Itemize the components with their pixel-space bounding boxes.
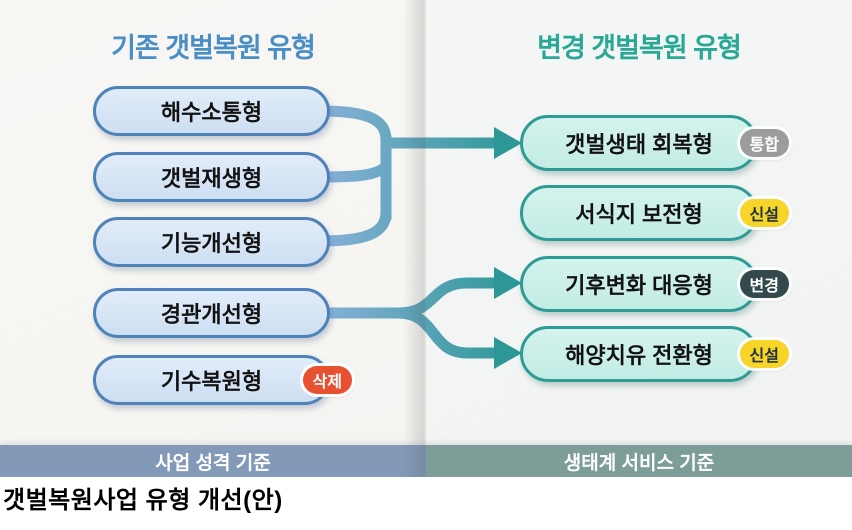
pill-tidal-ecology-recovery-type: 갯벌생태 회복형 통합	[520, 115, 789, 171]
pill-habitat-conservation-type: 서식지 보전형 신설	[520, 185, 789, 241]
arrowhead-to-climate	[494, 267, 522, 299]
pill-label: 갯벌생태 회복형	[565, 132, 713, 157]
pill-label: 갯벌재생형	[160, 166, 263, 191]
pill-landscape-improvement-type: 경관개선형	[93, 288, 330, 338]
pill-label: 기수복원형	[160, 369, 263, 394]
pill-label: 해양치유 전환형	[565, 343, 713, 368]
pill-label: 서식지 보전형	[575, 202, 703, 227]
badge-new: 신설	[739, 340, 789, 368]
connector-split-down	[392, 307, 503, 359]
badge-changed: 변경	[739, 270, 789, 298]
diagram-caption: 갯벌복원사업 유형 개선(안)	[3, 487, 283, 514]
badge-deleted: 삭제	[302, 366, 352, 394]
badge-new: 신설	[739, 199, 789, 227]
pill-label: 해수소통형	[160, 100, 263, 125]
left-footer-bar: 사업 성격 기준	[0, 445, 426, 477]
arrowhead-to-recovery	[494, 127, 522, 159]
left-panel-title: 기존 갯벌복원 유형	[111, 33, 316, 63]
connector-merge-branch-1	[314, 105, 392, 146]
right-footer-bar: 생태계 서비스 기준	[426, 445, 852, 477]
arrowhead-to-healing	[494, 337, 522, 369]
pill-label: 기능개선형	[160, 231, 263, 256]
connector-merge-branch-3	[314, 206, 392, 247]
pill-tidal-flat-regeneration-type: 갯벌재생형	[93, 152, 330, 202]
pill-function-improvement-type: 기능개선형	[93, 217, 330, 267]
pill-brackish-water-restoration-type: 기수복원형 삭제	[93, 355, 352, 405]
pill-label: 경관개선형	[160, 302, 263, 327]
badge-merged: 통합	[739, 129, 789, 157]
pill-seawater-flow-type: 해수소통형	[93, 86, 330, 136]
pill-label: 기후변화 대응형	[565, 273, 713, 298]
connector-split-up	[392, 277, 503, 319]
right-panel-title: 변경 갯벌복원 유형	[537, 33, 742, 63]
pill-climate-change-response-type: 기후변화 대응형 변경	[520, 256, 789, 312]
pill-marine-healing-conversion-type: 해양치유 전환형 신설	[520, 326, 789, 382]
